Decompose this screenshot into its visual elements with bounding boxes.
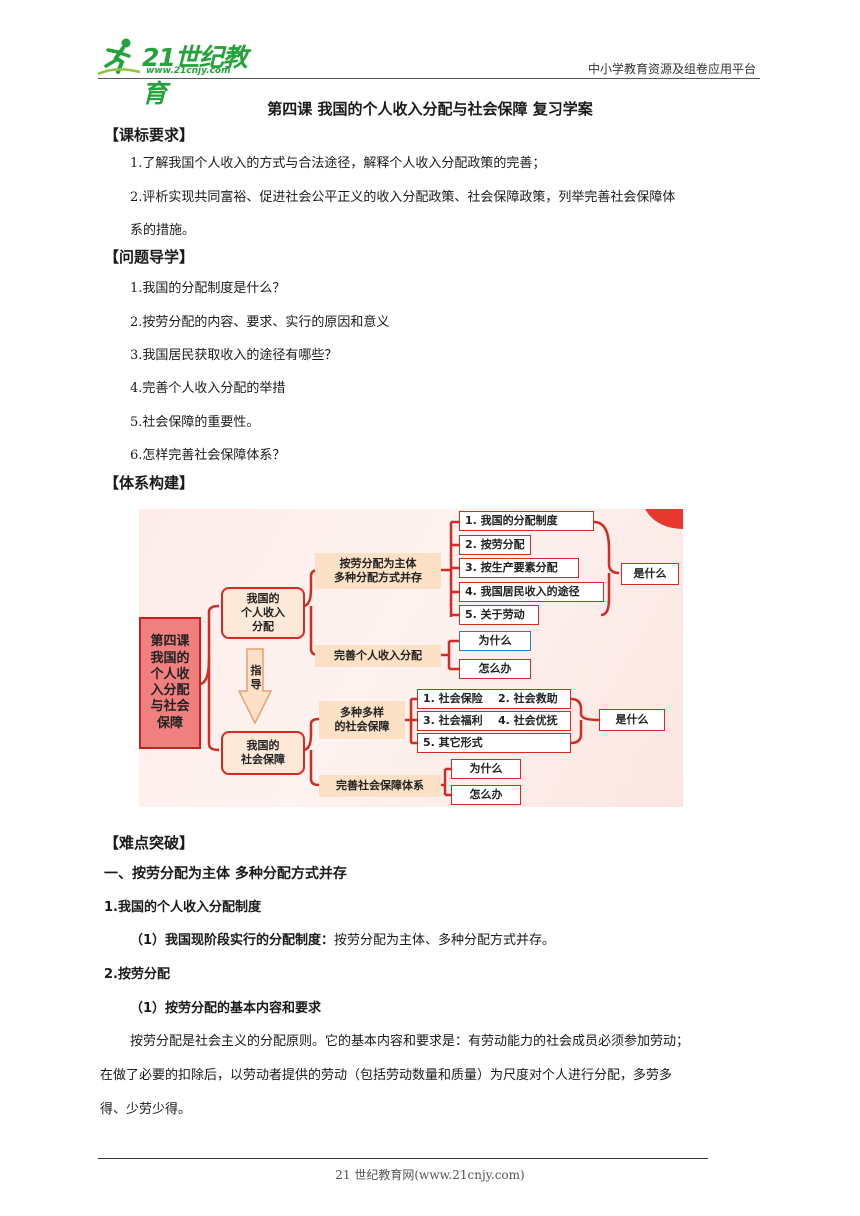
- diagram-what-2: 是什么: [599, 709, 665, 731]
- section-heading-standard: 【课标要求】: [104, 126, 195, 144]
- diagram-guide-label: 指 导: [250, 664, 262, 691]
- paragraph-line-2: 在做了必要的扣除后，以劳动者提供的劳动（包括劳动数量和质量）为尺度对个人进行分配…: [100, 1068, 673, 1083]
- diagram-node-income: 我国的 个人收入 分配: [221, 587, 305, 639]
- question-6: 6.怎样完善社会保障体系？: [130, 448, 286, 463]
- diagram-sys-item-5: 5. 关于劳动: [459, 605, 539, 625]
- diagram-node-improve-security: 完善社会保障体系: [319, 775, 441, 797]
- subsection-2-1-heading: （1）按劳分配的基本内容和要求: [130, 1001, 322, 1016]
- section-heading-difficulty: 【难点突破】: [104, 834, 195, 852]
- diagram-sec-item-2: 3. 社会福利 4. 社会优抚: [417, 711, 571, 731]
- diagram-sys-item-1: 1. 我国的分配制度: [459, 511, 594, 531]
- question-5: 5.社会保障的重要性。: [130, 415, 260, 430]
- standard-item-2-cont: 系的措施。: [130, 223, 196, 238]
- diagram-why-2: 为什么: [451, 759, 521, 779]
- diagram-sys-item-2: 2. 按劳分配: [459, 535, 531, 555]
- subsection-1-1: （1）我国现阶段实行的分配制度：按劳分配为主体、多种分配方式并存。: [130, 929, 555, 948]
- diagram-what-1: 是什么: [621, 563, 679, 585]
- subsection-1-1-text: 按劳分配为主体、多种分配方式并存。: [334, 933, 556, 948]
- paragraph-line-1: 按劳分配是社会主义的分配原则。它的基本内容和要求是：有劳动能力的社会成员必须参加…: [130, 1034, 690, 1049]
- section-heading-questions: 【问题导学】: [104, 248, 195, 266]
- site-logo: 21世纪教育 www.21cnjy.com: [96, 36, 266, 108]
- runner-icon: [97, 38, 141, 76]
- footer-text: 21 世纪教育网(www.21cnjy.com): [335, 1168, 525, 1182]
- diagram-node-main-system: 按劳分配为主体 多种分配方式并存: [315, 553, 441, 589]
- logo-url: www.21cnjy.com: [146, 66, 231, 76]
- footer-divider: [98, 1158, 708, 1159]
- diagram-node-multi-security: 多种多样 的社会保障: [319, 701, 405, 739]
- page-title: 第四课 我国的个人收入分配与社会保障 复习学案: [267, 100, 593, 118]
- header-divider: [98, 78, 760, 79]
- diagram-sys-item-3: 3. 按生产要素分配: [459, 558, 579, 578]
- diagram-how-1: 怎么办: [459, 659, 531, 679]
- part-1-heading: 一、按劳分配为主体 多种分配方式并存: [104, 866, 347, 882]
- subsection-2-heading: 2.按劳分配: [104, 967, 170, 982]
- subsection-1-1-label: （1）我国现阶段实行的分配制度：: [130, 933, 335, 948]
- question-1: 1.我国的分配制度是什么？: [130, 281, 286, 296]
- diagram-node-improve-income: 完善个人收入分配: [315, 645, 441, 667]
- section-heading-system: 【体系构建】: [104, 474, 195, 492]
- diagram-node-security: 我国的 社会保障: [221, 731, 305, 775]
- logo-text: 21世纪教育: [142, 43, 248, 108]
- platform-name: 中小学教育资源及组卷应用平台: [587, 62, 756, 76]
- diagram-connectors: [198, 520, 620, 797]
- diagram-sec-item-3: 5. 其它形式: [417, 733, 571, 753]
- knowledge-structure-diagram: 第四课 我国的 个人收 入分配 与社会 保障 我国的 个人收入 分配 指 导 我…: [139, 509, 683, 807]
- diagram-sec-item-1: 1. 社会保险 2. 社会救助: [417, 689, 571, 709]
- question-4: 4.完善个人收入分配的举措: [130, 381, 286, 396]
- diagram-root-lesson: 第四课 我国的 个人收 入分配 与社会 保障: [139, 617, 201, 749]
- diagram-how-2: 怎么办: [451, 785, 521, 805]
- diagram-sys-item-4: 4. 我国居民收入的途径: [459, 582, 604, 602]
- paragraph-line-3: 得、少劳少得。: [100, 1102, 192, 1117]
- standard-item-1: 1.了解我国个人收入的方式与合法途径，解释个人收入分配政策的完善；: [130, 156, 546, 171]
- question-2: 2.按劳分配的内容、要求、实行的原因和意义: [130, 315, 390, 330]
- standard-item-2: 2.评析实现共同富裕、促进社会公平正义的收入分配政策、社会保障政策，列举完善社会…: [130, 190, 676, 205]
- question-3: 3.我国居民获取收入的途径有哪些？: [130, 348, 338, 363]
- diagram-why-1: 为什么: [459, 631, 531, 651]
- subsection-1-heading: 1.我国的个人收入分配制度: [104, 900, 261, 915]
